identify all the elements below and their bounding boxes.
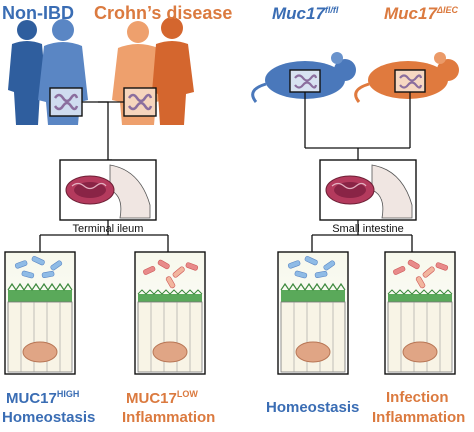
human-crohns-back bbox=[152, 17, 194, 125]
connectors-right bbox=[304, 92, 413, 252]
label-muc17-low-sup: LOW bbox=[176, 389, 198, 399]
label-homeostasis-right: Homeostasis bbox=[266, 399, 360, 416]
cell-box-right-homeostasis bbox=[277, 251, 349, 375]
tissue-box-right bbox=[319, 159, 417, 221]
label-muc17-dieC-main: Muc17 bbox=[384, 4, 437, 23]
label-homeostasis-left: Homeostasis bbox=[2, 409, 96, 426]
label-muc17-high: MUC17HIGH bbox=[6, 389, 80, 407]
label-muc17-flfl-main: Muc17 bbox=[272, 4, 325, 23]
label-inflammation-right: Inflammation bbox=[372, 409, 466, 426]
cell-box-left-low bbox=[134, 251, 206, 375]
label-muc17-flfl: Muc17fl/fl bbox=[272, 5, 338, 22]
label-non-ibd: Non-IBD bbox=[2, 3, 74, 23]
human-intestine-box-left bbox=[49, 87, 83, 117]
mouse-knockout bbox=[354, 52, 459, 103]
label-terminal-ileum: Terminal ileum bbox=[72, 223, 144, 235]
label-muc17-high-main: MUC17 bbox=[6, 390, 57, 407]
label-infection: Infection bbox=[386, 389, 449, 406]
mouse-control bbox=[251, 52, 356, 103]
label-inflammation-left: Inflammation bbox=[122, 409, 216, 426]
label-muc17-low: MUC17LOW bbox=[126, 389, 198, 407]
tissue-box-left bbox=[59, 159, 157, 221]
label-muc17-low-main: MUC17 bbox=[126, 390, 177, 407]
label-muc17-dieC: Muc17ΔIEC bbox=[384, 5, 458, 22]
label-muc17-high-sup: HIGH bbox=[56, 389, 80, 399]
human-intestine-box-right bbox=[123, 87, 157, 117]
label-muc17-dieC-sup: ΔIEC bbox=[436, 5, 458, 15]
human-silhouettes bbox=[8, 17, 194, 125]
label-crohns-disease: Crohn’s disease bbox=[94, 3, 233, 23]
label-muc17-flfl-sup: fl/fl bbox=[324, 5, 339, 15]
cell-box-left-high bbox=[4, 251, 76, 375]
human-nonibd-back bbox=[8, 20, 46, 125]
cell-box-right-infection bbox=[384, 251, 456, 375]
label-small-intestine: Small intestine bbox=[332, 223, 404, 235]
